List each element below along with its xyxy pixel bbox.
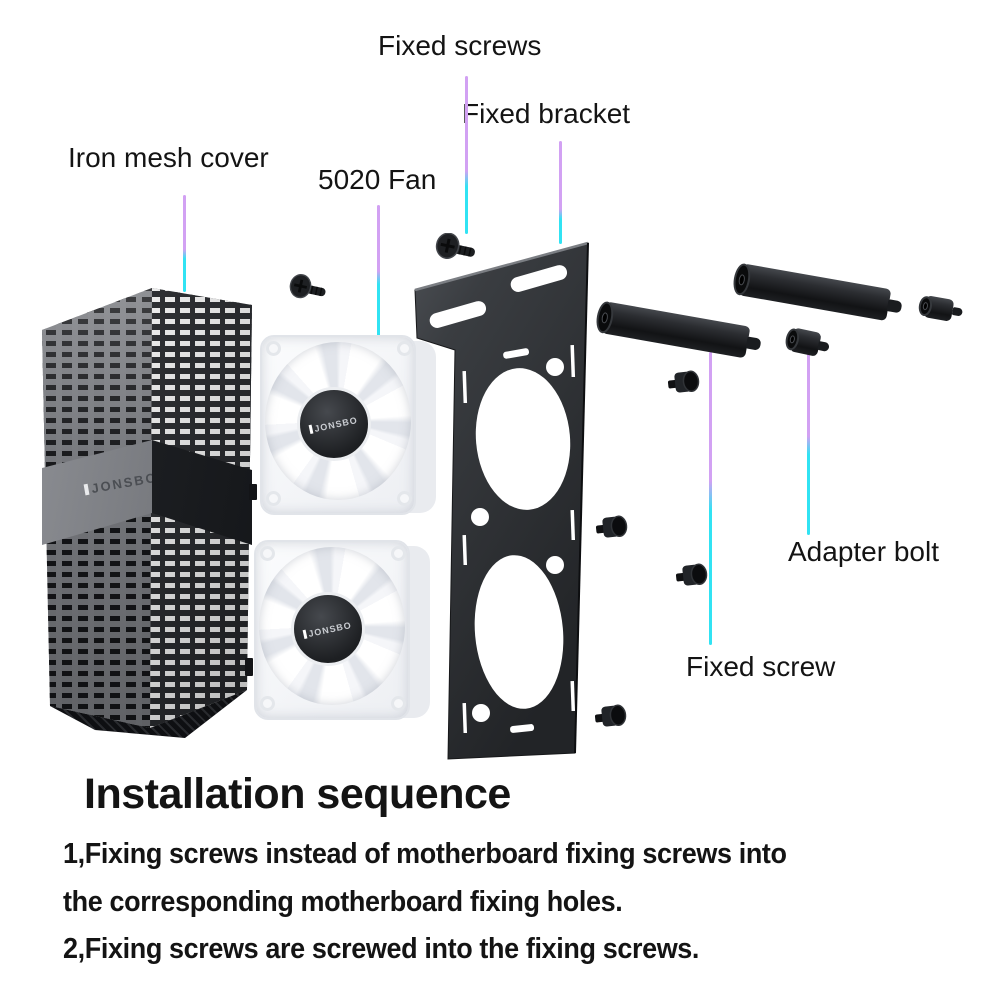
label-fixed-screws: Fixed screws [378, 30, 542, 61]
label-iron-mesh-cover: Iron mesh cover [68, 142, 269, 173]
jonsbo-logo: JONSBO [83, 470, 152, 498]
fan-hub-logo: JONSBO [303, 619, 353, 640]
label-5020-fan: 5020 Fan [318, 164, 437, 195]
fan-corner-boss [260, 546, 275, 561]
label-fixed-screw: Fixed screw [686, 651, 836, 682]
cap-screw [595, 515, 628, 538]
mesh-side-tab [249, 484, 257, 500]
label-fixed-bracket: Fixed bracket [462, 98, 631, 129]
fan-hub-logo: JONSBO [309, 414, 359, 435]
fan-corner-boss [391, 546, 406, 561]
cap-screw [675, 563, 708, 586]
leader-line-5020-fan [377, 205, 380, 337]
adapter-bolt-stub [917, 294, 964, 323]
instruction-line-3: 2,Fixing screws are screwed into the fix… [63, 933, 700, 965]
fixed-screw-part-fan [289, 274, 326, 299]
fan-5020-bottom: JONSBO [254, 536, 430, 726]
adapter-bolt-short [783, 326, 832, 359]
instruction-line-2: the corresponding motherboard fixing hol… [63, 886, 623, 918]
leader-line-fixed-screws [465, 76, 468, 234]
fixed-screw-part-top [435, 233, 475, 259]
cap-screw [667, 370, 700, 393]
cap-screw [594, 704, 627, 727]
fan-corner-boss [266, 341, 281, 356]
fan-corner-boss [397, 341, 412, 356]
fan-hub: JONSBO [291, 592, 365, 666]
mesh-side-tab [245, 658, 253, 676]
adapter-bolt-long-right [731, 262, 904, 323]
fan-hub: JONSBO [297, 387, 371, 461]
leader-line-adapter-bolt [807, 352, 810, 535]
instructions-heading: Installation sequence [84, 770, 511, 818]
leader-line-fixed-screw [709, 352, 712, 645]
instruction-line-1: 1,Fixing screws instead of motherboard f… [63, 838, 787, 870]
fan-corner-boss [260, 696, 275, 711]
fan-corner-boss [391, 696, 406, 711]
iron-mesh-cover: JONSBO [40, 286, 257, 746]
fan-5020-top: JONSBO [260, 331, 436, 521]
fan-corner-boss [266, 491, 281, 506]
adapter-bolt-long-left [594, 300, 763, 360]
fixed-bracket [414, 241, 589, 760]
leader-line-iron-mesh-cover [183, 195, 186, 292]
fan-corner-boss [397, 491, 412, 506]
leader-line-fixed-bracket [559, 141, 562, 244]
label-adapter-bolt: Adapter bolt [788, 536, 939, 567]
